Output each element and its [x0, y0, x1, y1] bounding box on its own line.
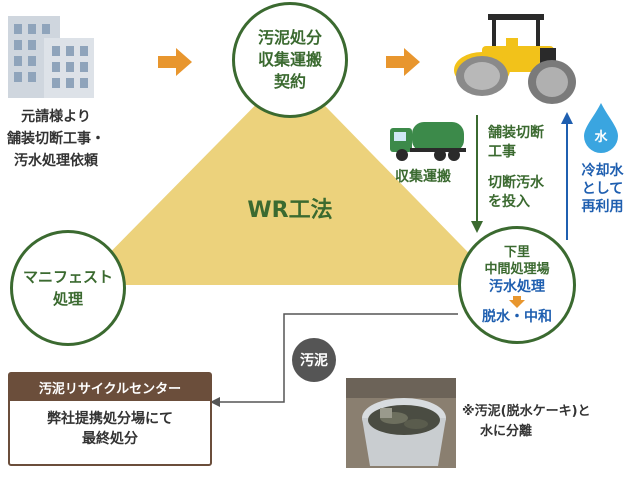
arrow-down-icon [509, 296, 525, 308]
sludge-badge-label: 汚泥 [300, 353, 328, 369]
arrow-down-icon [471, 115, 483, 233]
process-line-1: 舗装切断 [488, 125, 544, 141]
client-line-1: 元請様より [21, 109, 91, 125]
plant-line-4: 脱水・中和 [482, 309, 552, 325]
manifest-line-1: マニフェスト [22, 268, 113, 286]
contract-line-2: 収集運搬 [257, 50, 322, 69]
client-line-3: 汚水処理依頼 [14, 153, 98, 169]
plant-line-1: 下里 [503, 245, 530, 260]
plant-line-3: 汚水処理 [489, 279, 545, 295]
recycle-center-box: 汚泥リサイクルセンター 弊社提携処分場にて 最終処分 [8, 372, 212, 466]
water-drop-icon [584, 103, 618, 153]
manifest-line-2: 処理 [52, 290, 83, 308]
plant-circle: 下里 中間処理場 汚水処理 脱水・中和 [458, 226, 576, 344]
water-drop-char: 水 [594, 130, 608, 145]
arrow-right-icon [386, 48, 420, 76]
contract-line-3: 契約 [273, 72, 306, 91]
reuse-line-1: 冷却水 [581, 163, 624, 179]
reuse-text: 冷却水 として 再利用 [575, 162, 630, 216]
process-line-3: 切断汚水 [488, 175, 544, 191]
recycle-line-1: 弊社提携処分場にて [47, 411, 173, 427]
sludge-bucket-photo [346, 378, 456, 468]
flow-line [210, 313, 458, 407]
reuse-line-3: 再利用 [581, 199, 624, 215]
note-line-2: 水に分離 [480, 424, 533, 439]
center-label: WR工法 [247, 198, 333, 223]
truck-icon [390, 122, 466, 161]
contract-line-1: 汚泥処分 [257, 28, 322, 47]
process-text: 舗装切断 工事 切断汚水 を投入 [488, 124, 544, 212]
recycle-center-title: 汚泥リサイクルセンター [10, 374, 210, 401]
plant-line-2: 中間処理場 [484, 262, 550, 277]
client-request-text: 元請様より 舗装切断工事・ 汚水処理依頼 [0, 106, 112, 172]
sludge-badge: 汚泥 [292, 338, 336, 382]
truck-label: 収集運搬 [395, 169, 451, 185]
recycle-center-body: 弊社提携処分場にて 最終処分 [10, 401, 210, 449]
manifest-circle: マニフェスト 処理 [10, 230, 126, 346]
contract-circle: 汚泥処分 収集運搬 契約 [232, 2, 348, 118]
client-line-2: 舗装切断工事・ [7, 131, 105, 147]
process-line-4: を投入 [488, 194, 530, 210]
arrow-up-icon [561, 112, 573, 240]
road-roller-icon [454, 14, 576, 104]
note-text: ※汚泥(脱水ケーキ)と 水に分離 [462, 402, 591, 442]
reuse-line-2: として [581, 181, 624, 197]
process-line-2: 工事 [488, 144, 516, 160]
note-line-1: ※汚泥(脱水ケーキ)と [462, 404, 591, 419]
arrow-right-icon [158, 48, 192, 76]
building-icon [8, 16, 94, 98]
recycle-line-2: 最終処分 [82, 431, 138, 447]
